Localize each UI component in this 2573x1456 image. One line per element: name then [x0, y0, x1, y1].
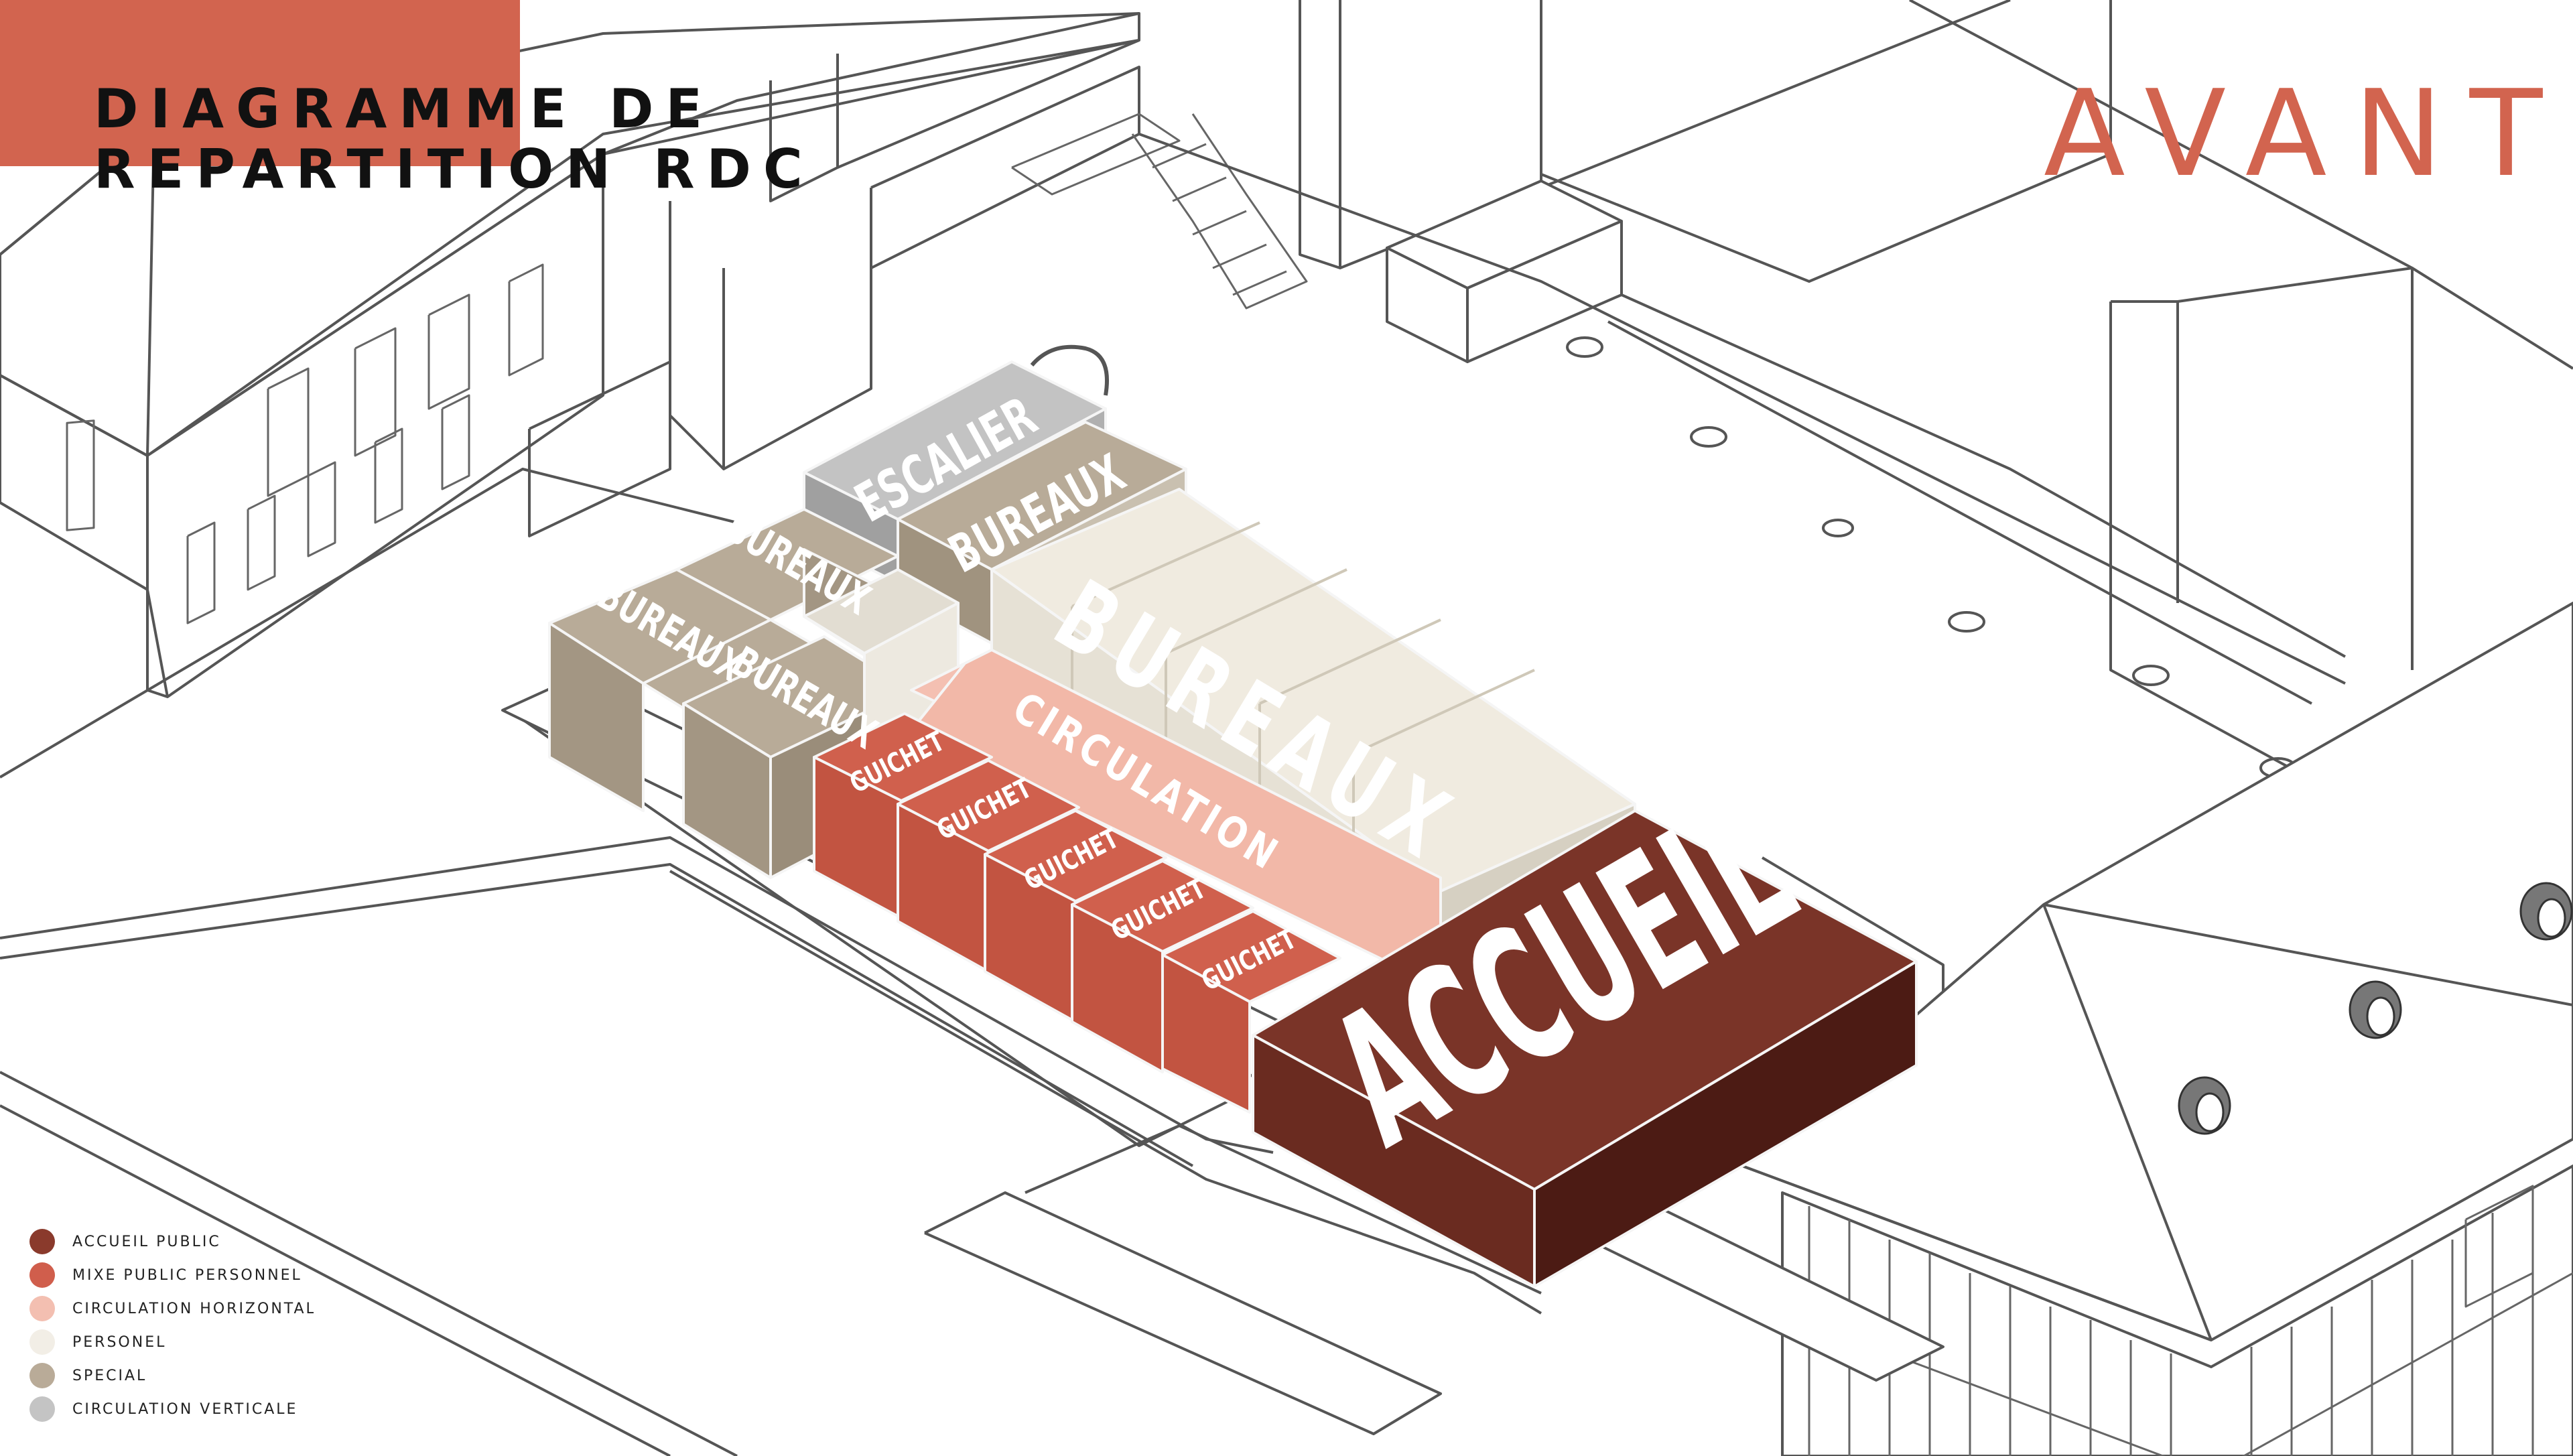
legend-label: MIXE PUBLIC PERSONNEL	[72, 1266, 302, 1284]
legend-label: CIRCULATION HORIZONTALE	[72, 1300, 314, 1317]
legend-swatch	[29, 1296, 55, 1321]
legend-item: CIRCULATION HORIZONTALE	[29, 1292, 314, 1325]
legend: ACCUEIL PUBLIC MIXE PUBLIC PERSONNEL CIRCU…	[29, 1225, 314, 1426]
legend-item: ACCUEIL PUBLIC	[29, 1225, 314, 1258]
legend-swatch	[29, 1363, 55, 1388]
legend-label: PERSONEL	[72, 1333, 167, 1351]
legend-item: SPECIAL	[29, 1359, 314, 1392]
program-blocks	[548, 344, 1918, 1288]
legend-label: SPECIAL	[72, 1367, 147, 1384]
legend-item: PERSONEL	[29, 1325, 314, 1359]
title-accent-bar	[0, 0, 520, 166]
block-guichets	[813, 712, 1341, 1114]
view-label: AVANT	[2044, 64, 2570, 203]
page-title: DIAGRAMME DE REPARTITION RDC	[94, 79, 815, 200]
legend-label: ACCUEIL PUBLIC	[72, 1233, 221, 1250]
legend-swatch	[29, 1262, 55, 1288]
legend-label: CIRCULATION VERTICALE	[72, 1400, 298, 1418]
page-title-line-1: DIAGRAMME DE	[94, 78, 715, 140]
legend-item: CIRCULATION VERTICALE	[29, 1392, 314, 1426]
page-title-line-2: REPARTITION RDC	[94, 138, 815, 200]
legend-swatch	[29, 1329, 55, 1355]
legend-item: MIXE PUBLIC PERSONNEL	[29, 1258, 314, 1292]
block-accueil	[1252, 809, 1918, 1288]
legend-swatch	[29, 1229, 55, 1254]
legend-swatch	[29, 1396, 55, 1422]
